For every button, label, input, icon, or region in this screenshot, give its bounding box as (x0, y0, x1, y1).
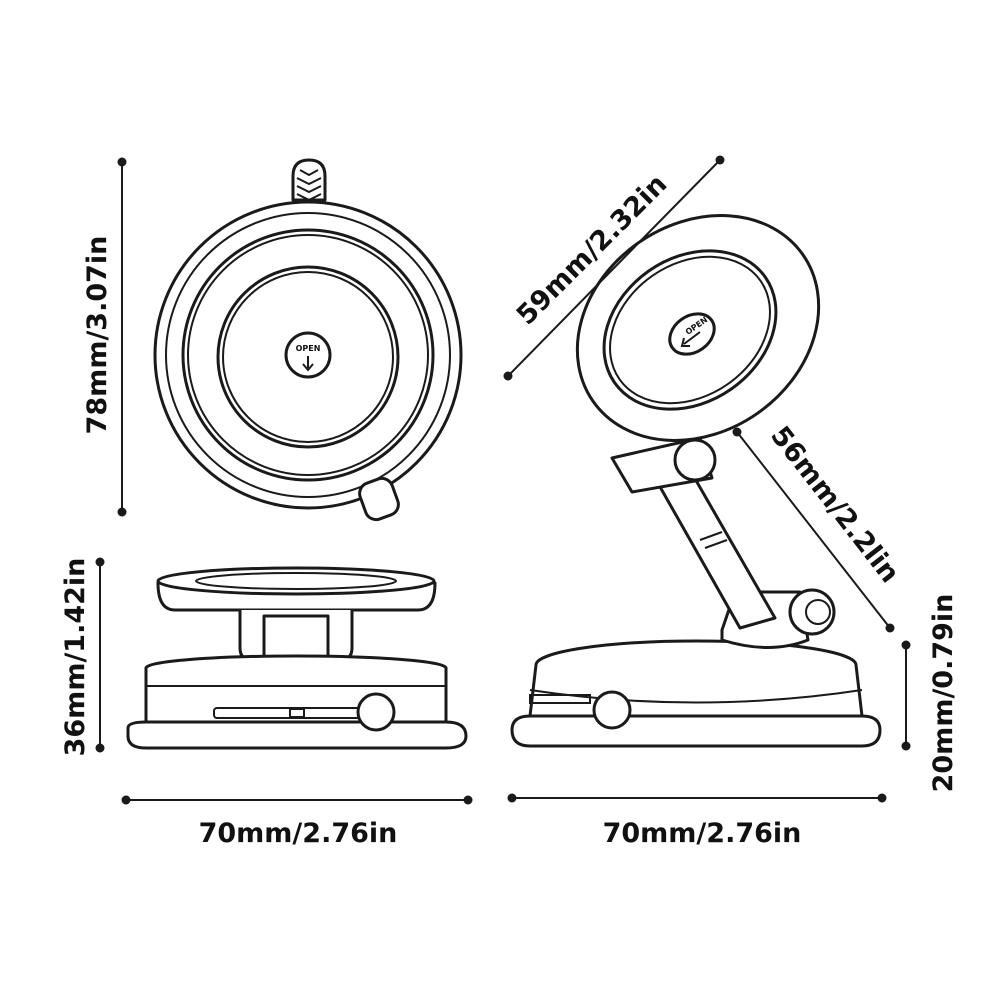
dim-label-56mm: 56mm/2.2lin (764, 421, 905, 589)
side-view-mount: OPEN (510, 214, 882, 748)
front-view-mount (126, 566, 468, 750)
top-release-knob (358, 476, 400, 522)
dimension-top-view-height: 78mm/3.07in (82, 157, 127, 517)
dim-label-70mm-front: 70mm/2.76in (199, 818, 398, 849)
dim-label-70mm-side: 70mm/2.76in (603, 818, 802, 849)
dimension-side-width: 70mm/2.76in (507, 793, 887, 849)
side-slider-knob (592, 690, 632, 730)
dim-label-78mm: 78mm/3.07in (82, 236, 113, 435)
dim-label-36mm: 36mm/1.42in (60, 558, 91, 757)
dimension-base-height: 20mm/0.79in (901, 594, 959, 793)
open-badge-side: OPEN (668, 312, 716, 356)
top-pull-tab (291, 158, 327, 202)
top-view-suction-cup: OPEN (153, 158, 463, 522)
open-badge-top: OPEN (284, 331, 332, 379)
dim-label-20mm: 20mm/0.79in (928, 594, 959, 793)
open-label-top: OPEN (296, 344, 321, 353)
dimension-front-height: 36mm/1.42in (60, 557, 105, 757)
front-slider-knob (356, 692, 396, 732)
dimension-front-width: 70mm/2.76in (121, 795, 473, 849)
